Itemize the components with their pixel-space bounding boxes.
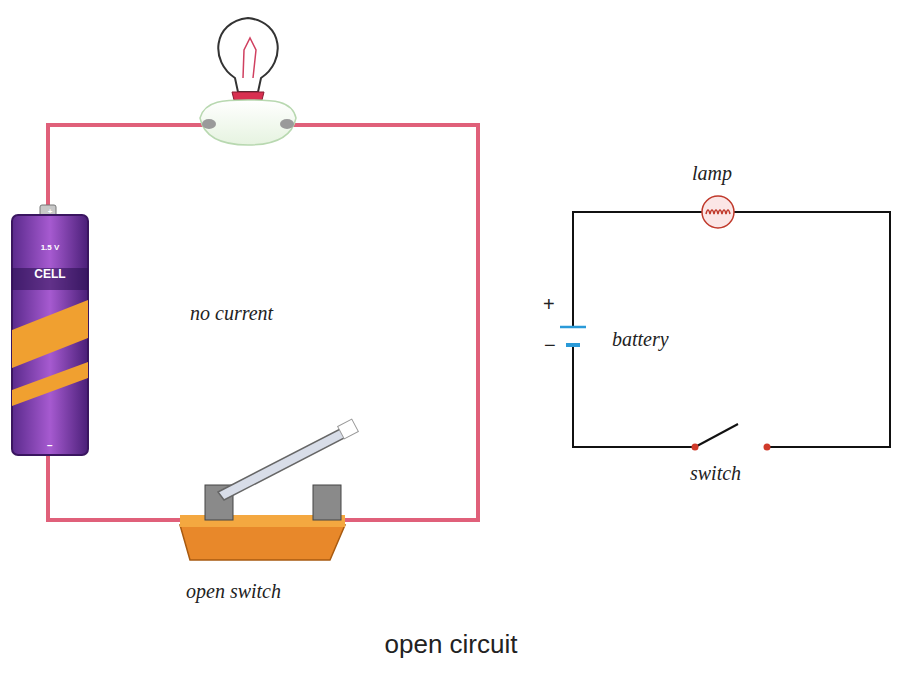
part-label: battery [612,328,669,350]
lamp-symbol [702,196,734,228]
cell [12,205,88,455]
polarity-sign: + [543,293,555,315]
terminal-sign: − [47,440,53,451]
part-label: lamp [692,162,732,184]
switch-symbol [692,424,771,451]
knife-switch [180,419,358,560]
part-label: switch [690,462,741,484]
cell-rating: 1.5 V [41,244,60,253]
part-label: no current [190,302,273,324]
polarity-sign: − [544,334,556,356]
cell-brand: CELL [34,268,65,281]
terminal-sign: + [48,208,53,217]
battery-symbol [560,327,586,345]
part-label: open switch [186,580,281,602]
wire [48,125,478,520]
light-bulb [200,18,296,145]
caption: open circuit [385,630,518,659]
schematic-wire [573,212,890,447]
